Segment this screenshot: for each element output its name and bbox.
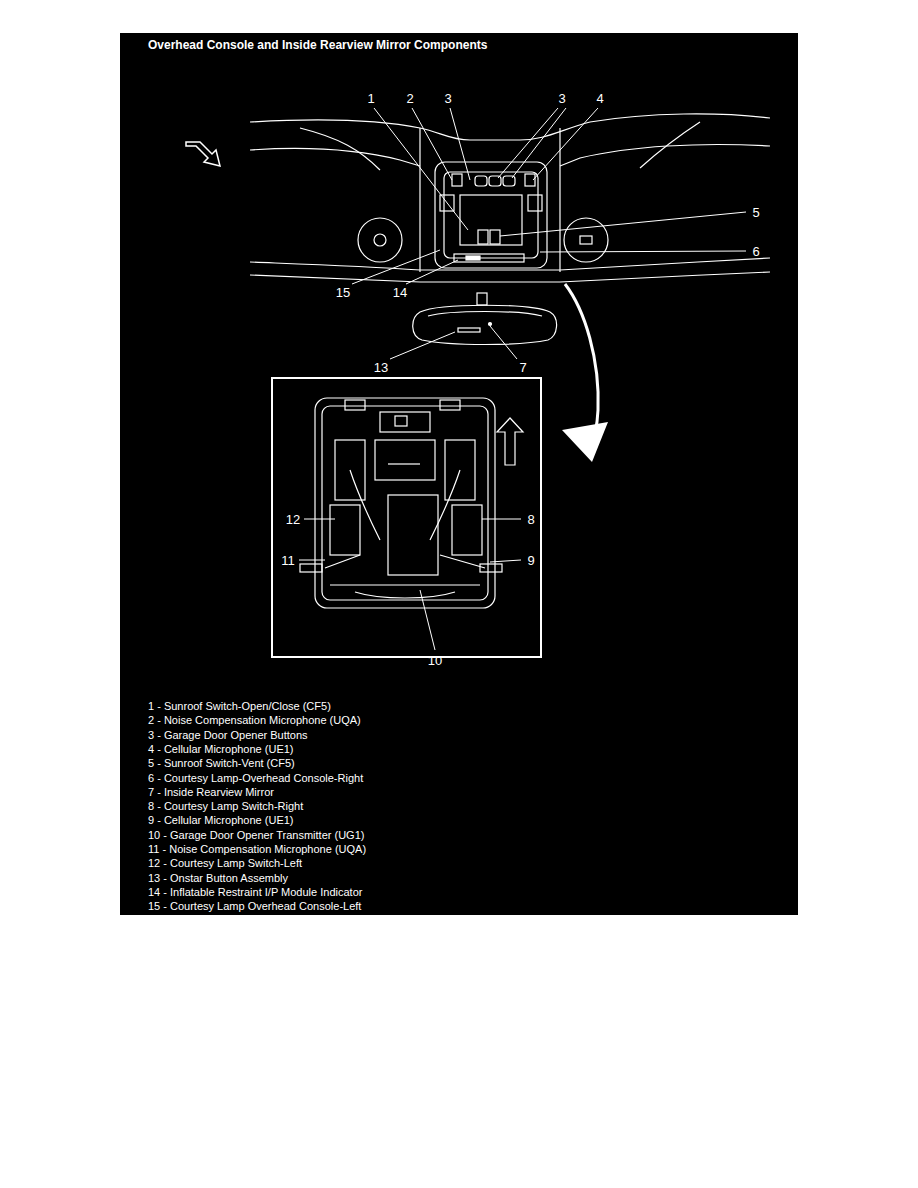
rearview-mirror <box>413 293 557 345</box>
leader-lines <box>299 108 746 650</box>
key-entry: 1 - Sunroof Switch-Open/Close (CF5) <box>148 700 331 713</box>
key-entry: 3 - Garage Door Opener Buttons <box>148 729 308 742</box>
key-entry: 14 - Inflatable Restraint I/P Module Ind… <box>148 886 362 899</box>
key-entry: 10 - Garage Door Opener Transmitter (UG1… <box>148 829 364 842</box>
key-entry: 12 - Courtesy Lamp Switch-Left <box>148 857 302 870</box>
key-entry: 4 - Cellular Microphone (UE1) <box>148 743 294 756</box>
diagram-title: Overhead Console and Inside Rearview Mir… <box>148 38 487 52</box>
callout-number: 9 <box>527 554 534 567</box>
key-entry: 11 - Noise Compensation Microphone (UQA) <box>148 843 366 856</box>
callout-number: 3 <box>444 92 451 105</box>
callout-number: 8 <box>527 513 534 526</box>
callout-number: 14 <box>393 286 407 299</box>
callout-number: 11 <box>281 554 295 567</box>
key-entry: 6 - Courtesy Lamp-Overhead Console-Right <box>148 772 363 785</box>
callout-number: 13 <box>374 361 388 374</box>
callout-number: 3 <box>558 92 565 105</box>
key-entry: 15 - Courtesy Lamp Overhead Console-Left <box>148 900 361 913</box>
callout-number: 12 <box>286 513 300 526</box>
callout-number: 2 <box>406 92 413 105</box>
callout-number: 4 <box>596 92 603 105</box>
key-entry: 7 - Inside Rearview Mirror <box>148 786 274 799</box>
callout-number: 15 <box>336 286 350 299</box>
key-entry: 2 - Noise Compensation Microphone (UQA) <box>148 714 361 727</box>
callout-number: 1 <box>367 92 374 105</box>
key-entry: 5 - Sunroof Switch-Vent (CF5) <box>148 757 295 770</box>
callout-number: 5 <box>752 206 759 219</box>
headliner <box>250 114 770 282</box>
key-entry: 13 - Onstar Button Assembly <box>148 872 288 885</box>
inset-detail <box>272 378 541 657</box>
view-arrows <box>186 142 608 462</box>
overhead-console <box>435 162 547 268</box>
callout-number: 6 <box>752 245 759 258</box>
key-entry: 8 - Courtesy Lamp Switch-Right <box>148 800 303 813</box>
callout-number: 7 <box>519 361 526 374</box>
key-entry: 9 - Cellular Microphone (UE1) <box>148 814 294 827</box>
callout-number: 10 <box>428 654 442 667</box>
